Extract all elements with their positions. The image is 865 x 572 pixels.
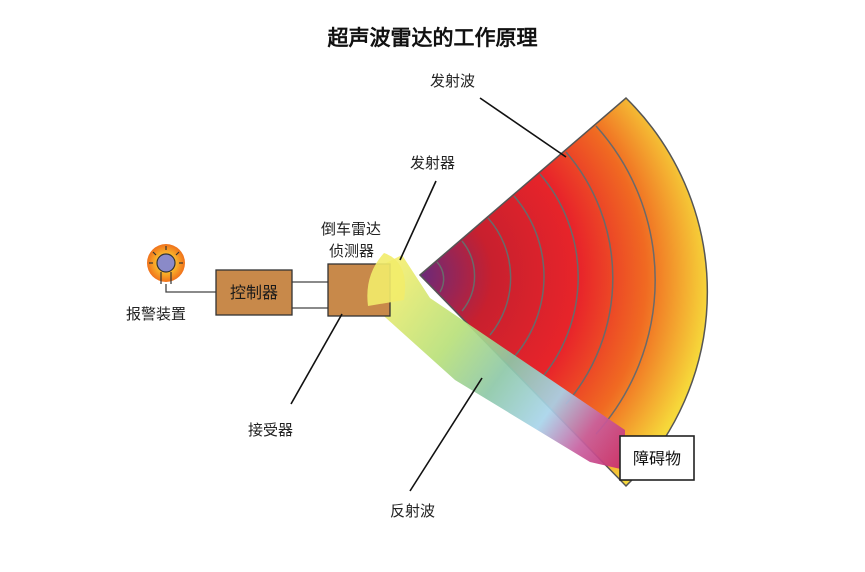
controller-box: 控制器	[215, 269, 293, 316]
wave-arc	[565, 151, 614, 405]
reflected-wave-band	[366, 255, 625, 470]
transmit-wave-label: 发射波	[430, 72, 476, 90]
alarm-wire	[165, 284, 216, 293]
leader-transmitter	[399, 180, 437, 261]
alarm-lamp-icon	[147, 244, 185, 284]
page-title: 超声波雷达的工作原理	[327, 26, 538, 50]
reflected-wave-label: 反射波	[390, 502, 436, 520]
wave-arc	[539, 173, 579, 381]
wires	[165, 281, 328, 309]
leader-receiver	[290, 313, 343, 405]
wave-arc	[436, 261, 445, 293]
leader-lines	[290, 97, 567, 492]
obstacle-label: 障碍物	[633, 449, 681, 468]
obstacle-box: 障碍物	[619, 435, 695, 481]
alarm-label: 报警装置	[126, 305, 187, 323]
detector-label-line1: 倒车雷达	[321, 220, 382, 238]
wave-arc	[487, 217, 512, 336]
receiver-label: 接受器	[248, 421, 294, 439]
leader-transmit-wave	[479, 97, 567, 158]
transmitter-lens	[367, 253, 406, 306]
leader-reflected-wave	[409, 377, 483, 492]
wave-arc	[513, 195, 545, 358]
transmitter-label: 发射器	[410, 154, 456, 172]
detector-label-line2: 侦测器	[329, 242, 375, 260]
wave-arcs	[436, 125, 656, 435]
wave-arc	[595, 125, 656, 435]
controller-label: 控制器	[230, 283, 278, 302]
wave-arc	[461, 240, 476, 312]
